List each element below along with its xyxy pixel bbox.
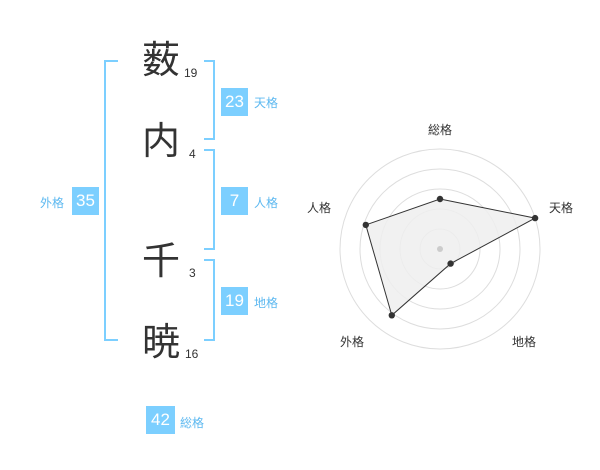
radar-grid-ring xyxy=(359,168,521,330)
jinkaku-label: 人格 xyxy=(254,196,279,210)
name-char-2: 内 xyxy=(141,119,180,163)
stroke-count-3: 3 xyxy=(189,266,196,280)
stroke-count-1: 19 xyxy=(184,66,198,80)
radar-center-dot xyxy=(437,246,443,252)
radar-point-2 xyxy=(447,260,454,267)
radar-axis-label-jinkaku: 人格 xyxy=(307,201,332,215)
radar-series-polygon xyxy=(365,198,537,317)
tenkaku-bracket xyxy=(204,60,215,140)
chikaku-label: 地格 xyxy=(254,296,279,310)
radar-grid-ring xyxy=(339,148,541,350)
chikaku-bracket xyxy=(204,259,215,341)
tenkaku-label: 天格 xyxy=(254,96,279,110)
radar-axis-label-chikaku: 地格 xyxy=(512,335,537,349)
gaikaku-label: 外格 xyxy=(40,196,65,210)
gaikaku-value-badge: 35 xyxy=(72,187,99,215)
stroke-count-2: 4 xyxy=(189,147,196,161)
tenkaku-value-badge: 23 xyxy=(221,88,248,116)
stroke-count-4: 16 xyxy=(185,347,199,361)
radar-axis-label-soukaku: 総格 xyxy=(428,123,453,137)
gaikaku-bracket xyxy=(104,60,118,341)
radar-point-4 xyxy=(362,221,369,229)
radar-point-3 xyxy=(388,312,395,319)
chikaku-value-badge: 19 xyxy=(221,287,248,315)
jinkaku-value-badge: 7 xyxy=(221,187,248,215)
soukaku-value-badge: 42 xyxy=(146,406,175,434)
radar-axis-label-tenkaku: 天格 xyxy=(549,201,574,215)
radar-point-0 xyxy=(436,195,444,203)
name-char-1: 薮 xyxy=(141,38,180,82)
soukaku-label: 総格 xyxy=(180,416,205,430)
name-char-4: 暁 xyxy=(141,320,180,364)
radar-axis-label-gaikaku: 外格 xyxy=(340,335,365,349)
jinkaku-bracket xyxy=(204,149,215,250)
name-char-3: 千 xyxy=(141,239,180,283)
radar-point-1 xyxy=(531,214,539,222)
